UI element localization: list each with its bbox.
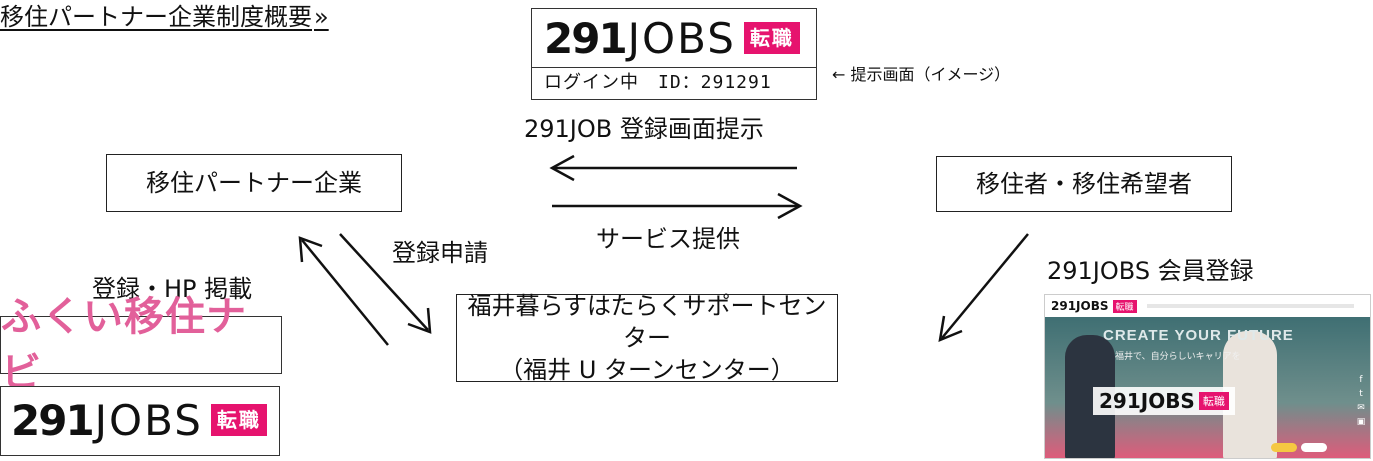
arrowhead: [777, 192, 803, 220]
site-header: 291JOBS 転職: [1045, 295, 1370, 318]
arrow-migrant-to-center: [941, 233, 1029, 339]
label-member-registration: 291JOBS 会員登録: [1047, 257, 1254, 285]
arrowhead: [298, 236, 323, 263]
site-header-badge: 転職: [1112, 299, 1137, 313]
site-screenshot: 291JOBS 転職 CREATE YOUR FUTURE 福井で、自分らしいキ…: [1044, 294, 1371, 459]
hero-cta-button-secondary[interactable]: [1301, 443, 1327, 452]
page-title-link[interactable]: 移住パートナー企業制度概要»: [0, 0, 329, 34]
label-apply: 登録申請: [392, 239, 488, 267]
box-support-center: 福井暮らすはたらくサポートセンター （福井 U ターンセンター）: [456, 292, 838, 384]
hero-social-bar: f t ✉ ▣: [1354, 375, 1368, 427]
arrowhead: [549, 154, 575, 182]
hero-logo-text: 291JOBS: [1099, 389, 1195, 413]
title-arrow-icon: »: [314, 3, 329, 31]
logo-291jobs-login-card: 291 JOBS 転職 ログイン中 ID：291291: [531, 8, 817, 100]
logo-291jobs: 291 JOBS 転職: [532, 9, 816, 67]
arrowhead: [407, 307, 432, 334]
center-subname: （福井 U ターンセンター）: [499, 356, 795, 384]
app-icon[interactable]: ▣: [1356, 417, 1366, 427]
hero-cta-button[interactable]: [1271, 443, 1297, 452]
arrowhead: [938, 315, 963, 343]
site-header-logo: 291JOBS: [1051, 299, 1109, 313]
logo-number: 291: [544, 13, 628, 63]
login-status: ログイン中 ID：291291: [532, 67, 816, 98]
label-service: サービス提供: [596, 225, 740, 253]
mail-icon[interactable]: ✉: [1357, 403, 1365, 413]
logo-fukui-navi: ふくい移住ナビ: [0, 294, 282, 396]
facebook-icon[interactable]: f: [1359, 375, 1363, 385]
hero-logo: 291JOBS 転職: [1093, 387, 1235, 415]
hero-logo-badge: 転職: [1198, 392, 1229, 410]
logo-jobs-text: JOBS: [94, 395, 203, 445]
site-nav-placeholder: [1146, 304, 1354, 308]
logo-jobs-text: JOBS: [627, 13, 736, 63]
logo-badge: 転職: [743, 22, 800, 54]
arrow-center-to-partner: [301, 239, 389, 346]
twitter-icon[interactable]: t: [1359, 389, 1363, 399]
hero-slogan: CREATE YOUR FUTURE: [1103, 327, 1294, 344]
logo-number: 291: [11, 395, 95, 445]
center-name: 福井暮らすはたらくサポートセンター: [467, 292, 827, 352]
site-hero: CREATE YOUR FUTURE 福井で、自分らしいキャリアを 291JOB…: [1045, 317, 1370, 458]
logo-291jobs-bottom: 291 JOBS 転職: [0, 386, 280, 456]
box-migrant: 移住者・移住希望者: [936, 156, 1232, 212]
label-registration-screen: 291JOB 登録画面提示: [524, 115, 764, 143]
hero-subtext: 福井で、自分らしいキャリアを: [1115, 352, 1241, 362]
box-partner-company: 移住パートナー企業: [106, 154, 402, 212]
logo-badge: 転職: [210, 404, 267, 436]
caption-screen: ← 提示画面（イメージ）: [832, 65, 1011, 84]
page-title: 移住パートナー企業制度概要: [0, 3, 312, 31]
label-hp: 登録・HP 掲載: [92, 275, 253, 303]
